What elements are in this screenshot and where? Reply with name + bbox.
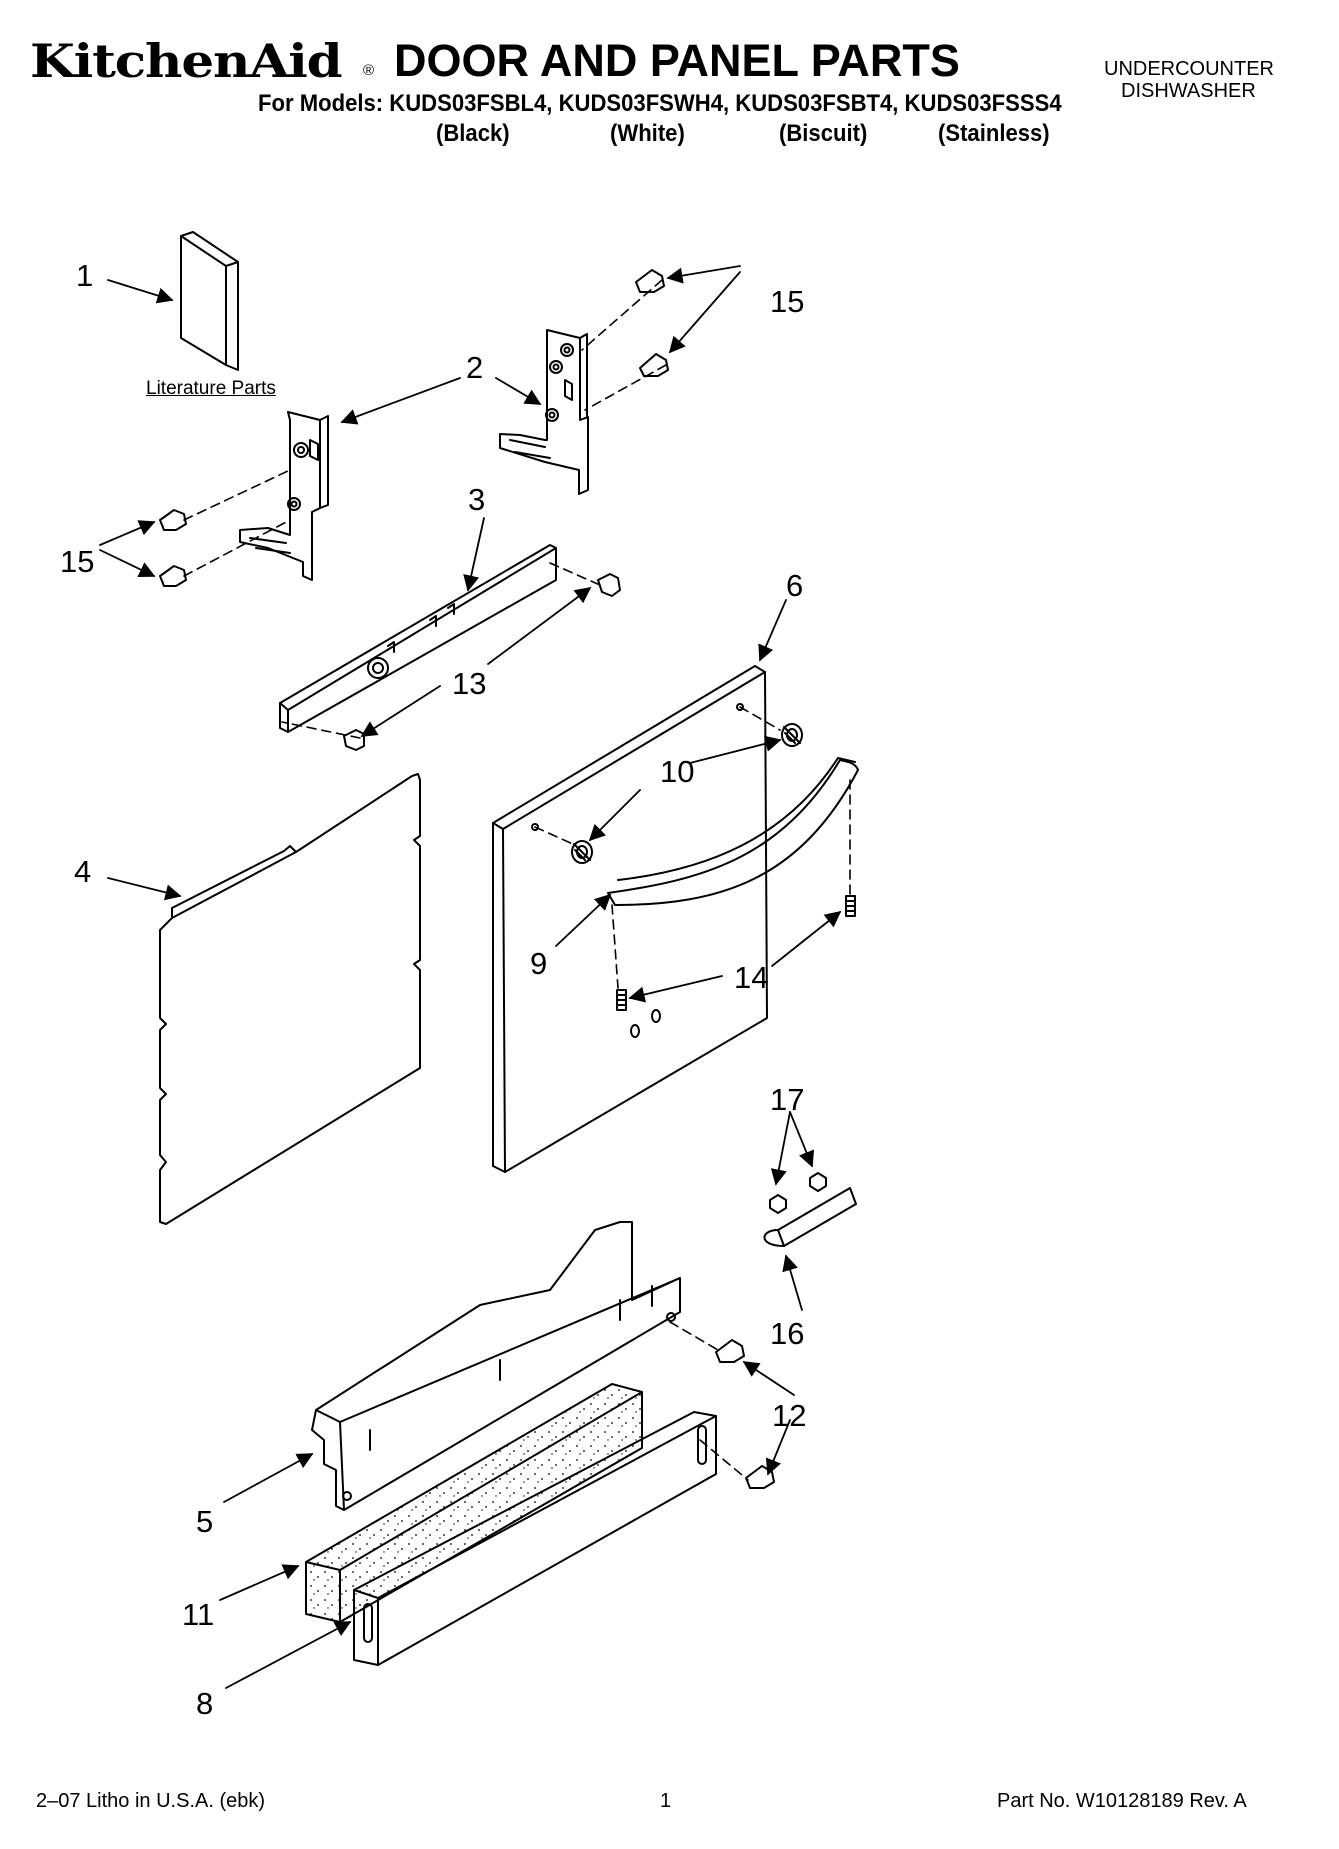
callout-5: 5 [196, 1504, 214, 1539]
registered-mark: ® [363, 62, 375, 79]
callout-17: 17 [770, 1082, 805, 1117]
callout-8: 8 [196, 1686, 214, 1721]
foam-insulation [306, 1384, 642, 1622]
page-title: DOOR AND PANEL PARTS [394, 35, 960, 86]
kickplate-bracket [312, 1222, 680, 1510]
callout-4: 4 [74, 854, 92, 889]
callout-2: 2 [466, 350, 484, 385]
footer-litho: 2–07 Litho in U.S.A. (ebk) [36, 1790, 266, 1812]
end-cap-and-nuts [764, 1173, 856, 1246]
color-black: (Black) [436, 120, 510, 147]
models-line: For Models: KUDS03FSBL4, KUDS03FSWH4, KU… [258, 90, 1062, 117]
callout-10: 10 [660, 754, 695, 789]
callout-16: 16 [770, 1316, 805, 1351]
color-white: (White) [610, 120, 685, 147]
callout-12: 12 [772, 1398, 807, 1433]
panel-screws [716, 1340, 774, 1488]
upper-mounting-rail [280, 545, 556, 732]
callout-11: 11 [182, 1597, 215, 1632]
appliance-type-line1: UNDERCOUNTER [1104, 58, 1274, 80]
side-bracket-right [500, 330, 588, 494]
callout-3: 3 [468, 482, 486, 517]
appliance-type-line2: DISHWASHER [1121, 80, 1256, 102]
brand-logo: KitchenAid [30, 34, 343, 88]
toe-panel [354, 1412, 716, 1665]
callout-6: 6 [786, 568, 804, 603]
callout-15-left: 15 [60, 544, 95, 579]
color-stainless: (Stainless) [938, 120, 1050, 147]
footer-part-number: Part No. W10128189 Rev. A [997, 1790, 1247, 1812]
callout-15-top: 15 [770, 284, 805, 319]
bracket-screws [160, 270, 668, 586]
leader-arrows [100, 266, 842, 1688]
literature-booklet [181, 232, 238, 370]
callout-9: 9 [530, 946, 548, 981]
door-handle [608, 758, 858, 905]
outer-door-panel [493, 666, 767, 1172]
callout-14: 14 [734, 960, 769, 995]
inner-door-panel [160, 774, 420, 1224]
assembly-guide-lines [184, 280, 850, 1480]
callout-1: 1 [76, 258, 94, 293]
callout-13: 13 [452, 666, 487, 701]
color-biscuit: (Biscuit) [779, 120, 868, 147]
rail-screws [344, 574, 620, 750]
side-bracket-left [240, 412, 328, 580]
literature-parts-label: Literature Parts [146, 378, 276, 399]
threaded-studs [617, 896, 855, 1010]
footer-page-number: 1 [660, 1790, 672, 1812]
handle-spacers [572, 724, 802, 863]
